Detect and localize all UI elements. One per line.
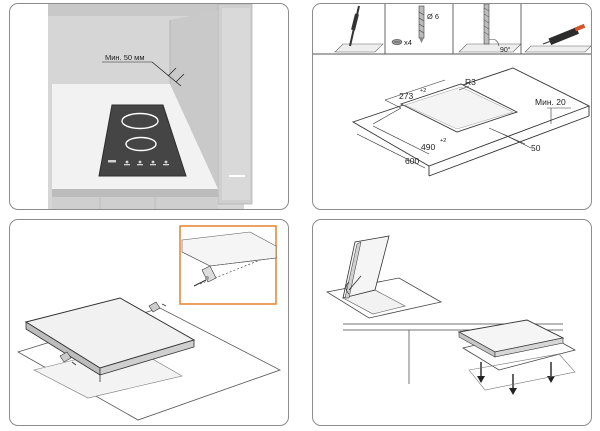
press-down-arrow-icon — [477, 362, 485, 383]
panel-hob-insertion — [312, 219, 592, 426]
clearance-label: Мин. 50 мм — [105, 53, 145, 62]
mounting-bracket-icon — [59, 351, 77, 366]
screwdriver-icon — [334, 5, 384, 53]
screw-icon — [391, 39, 403, 45]
mounting-bracket-icon — [148, 301, 167, 313]
saw-angle: 90° — [500, 46, 511, 54]
press-down-arrow-icon — [547, 362, 555, 383]
dim-radius: R3 — [465, 77, 476, 87]
dim-width: 490 — [421, 142, 435, 152]
depth-tolerance: +2 — [420, 88, 426, 94]
kitchen-illustration: Мин. 50 мм — [48, 4, 253, 209]
width-tolerance: +2 — [440, 138, 446, 144]
brand-logo — [108, 160, 116, 163]
sealant-gun-icon — [524, 23, 591, 53]
screw-count: x4 — [404, 38, 412, 47]
hob-edge-front — [99, 339, 195, 376]
press-down-arrow-icon — [509, 374, 517, 395]
bracket-screw-icon — [201, 265, 217, 283]
upper-cabinet — [48, 4, 244, 16]
hob-glass — [98, 104, 187, 177]
panel-cutout-dimensions: x4 Ø 6 90° — [312, 3, 592, 210]
drill-bit-icon — [418, 5, 425, 43]
cutout-diagram: x4 Ø 6 90° — [313, 4, 591, 177]
bracket-illustration — [16, 225, 282, 421]
lower-cabinet — [52, 197, 218, 209]
detail-inset — [181, 231, 277, 287]
panel-kitchen-overview: Мин. 50 мм — [9, 3, 289, 210]
cooking-zone-rear — [121, 112, 159, 130]
drill-diameter: Ø 6 — [427, 12, 439, 21]
dim-min-thickness: Мин. 20 — [535, 97, 566, 107]
dimension-lines — [356, 79, 571, 169]
hob-tilted — [342, 235, 390, 299]
countertop-edge — [52, 189, 218, 197]
dim-front-edge: 50 — [531, 143, 541, 153]
dim-countertop: 600 — [405, 156, 419, 166]
tall-cabinet-door — [222, 8, 250, 200]
dim-depth: 273 — [399, 91, 413, 101]
saw-blade-icon — [458, 4, 522, 53]
cooking-zone-front — [125, 136, 157, 152]
touch-controls — [124, 160, 169, 166]
insertion-illustration — [325, 235, 577, 395]
panel-bracket-install — [9, 219, 289, 426]
